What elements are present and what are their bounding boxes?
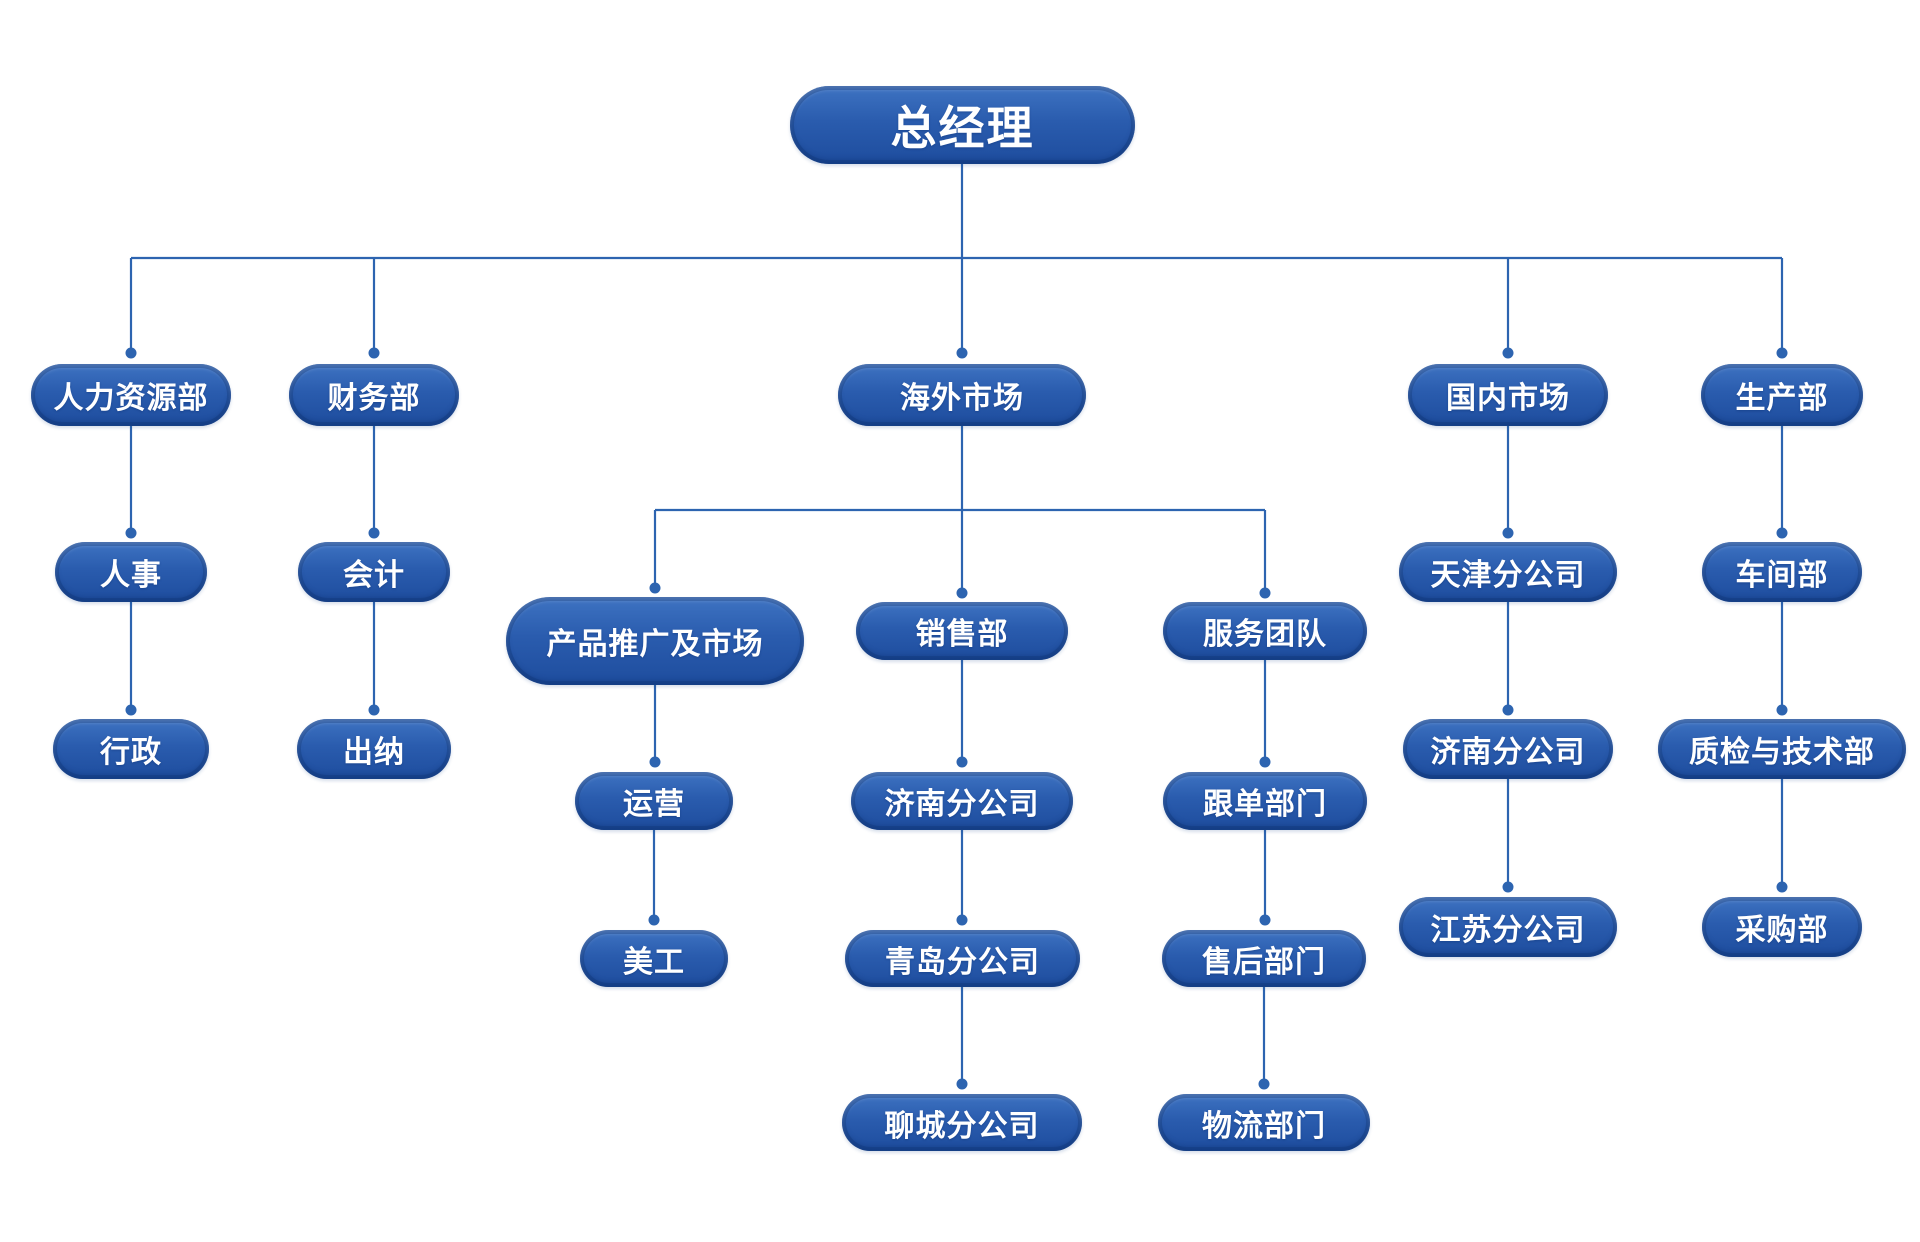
org-node-jiangsu-branch: 江苏分公司	[1399, 897, 1617, 957]
org-node-cashier: 出纳	[297, 719, 451, 779]
org-node-jinan-branch-domestic: 济南分公司	[1403, 719, 1613, 779]
org-node-purchasing-dept: 采购部	[1702, 897, 1862, 957]
org-node-operations: 运营	[575, 772, 733, 830]
org-node-jinan-branch-sales: 济南分公司	[851, 772, 1073, 830]
org-node-hr-dept: 人力资源部	[31, 364, 231, 426]
org-node-qingdao-branch: 青岛分公司	[845, 930, 1080, 987]
org-node-administration: 行政	[53, 719, 209, 779]
org-node-finance-dept: 财务部	[289, 364, 459, 426]
org-node-product-promotion-market: 产品推广及市场	[506, 597, 804, 685]
org-node-overseas-market: 海外市场	[838, 364, 1086, 426]
org-node-production-dept: 生产部	[1701, 364, 1863, 426]
org-node-service-team: 服务团队	[1163, 602, 1367, 660]
org-node-personnel: 人事	[55, 542, 207, 602]
org-node-order-follow-dept: 跟单部门	[1163, 772, 1367, 830]
org-node-liaocheng-branch: 聊城分公司	[842, 1094, 1082, 1151]
org-node-general-manager: 总经理	[790, 86, 1135, 164]
org-node-workshop-dept: 车间部	[1702, 542, 1862, 602]
org-node-logistics-dept: 物流部门	[1158, 1094, 1370, 1151]
org-node-sales-dept: 销售部	[856, 602, 1068, 660]
org-node-tianjin-branch: 天津分公司	[1399, 542, 1617, 602]
connector-end-dots	[125, 347, 1788, 1090]
org-node-after-sales-dept: 售后部门	[1162, 930, 1366, 987]
org-node-domestic-market: 国内市场	[1408, 364, 1608, 426]
org-node-qc-tech-dept: 质检与技术部	[1658, 719, 1906, 779]
org-node-accounting: 会计	[298, 542, 450, 602]
org-node-art-design: 美工	[580, 930, 728, 987]
